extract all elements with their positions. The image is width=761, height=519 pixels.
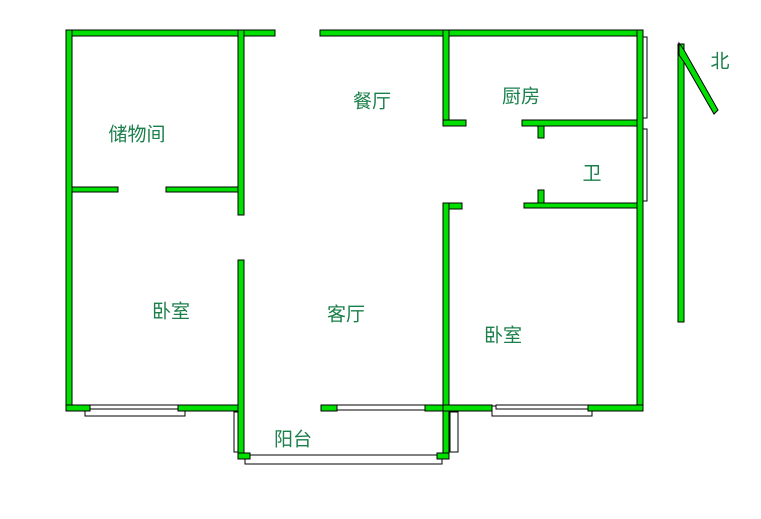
compass-label: 北 xyxy=(710,50,730,73)
room-label-dining: 餐厅 xyxy=(352,90,392,113)
room-label-bedroom-right: 卧室 xyxy=(483,324,523,347)
room-label-storage: 储物间 xyxy=(108,123,166,146)
room-label-living: 客厅 xyxy=(326,303,366,326)
room-label-bathroom: 卫 xyxy=(582,162,602,185)
room-label-balcony: 阳台 xyxy=(273,428,313,451)
room-label-bedroom-left: 卧室 xyxy=(151,300,191,323)
room-label-kitchen: 厨房 xyxy=(501,85,541,108)
walls xyxy=(65,29,644,460)
north-arrow-icon xyxy=(677,41,719,323)
